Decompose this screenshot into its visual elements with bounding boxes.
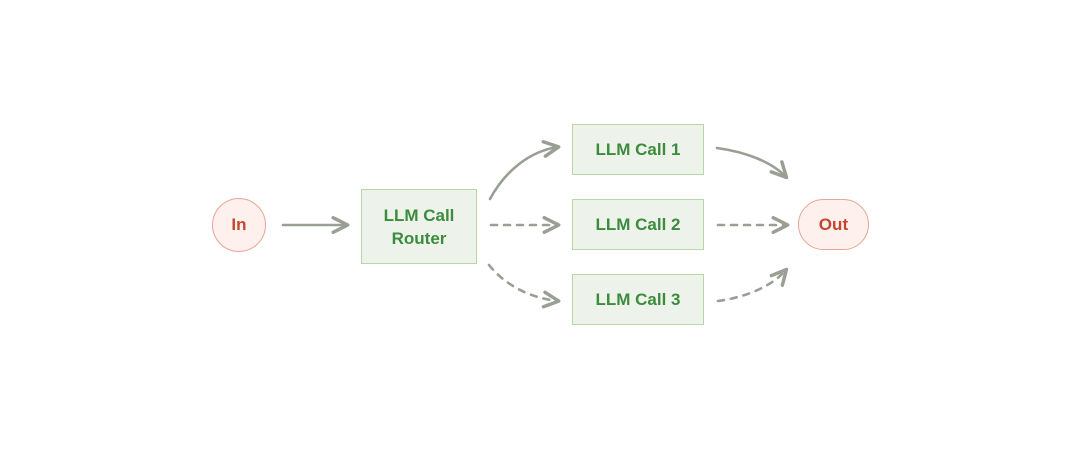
node-llm-call-1-label: LLM Call 1	[595, 140, 681, 159]
node-output[interactable]: Out	[798, 199, 869, 250]
node-llm-call-router-label: LLM Call Router	[383, 205, 455, 248]
node-llm-call-1[interactable]: LLM Call 1	[572, 124, 704, 175]
edge-router-to-call-3	[487, 263, 561, 309]
node-input-label: In	[231, 215, 247, 234]
node-llm-call-2-label: LLM Call 2	[595, 215, 681, 234]
node-output-label: Out	[818, 214, 849, 234]
node-llm-call-3[interactable]: LLM Call 3	[572, 274, 704, 325]
edge-router-to-call-1	[488, 140, 561, 201]
node-llm-call-3-label: LLM Call 3	[595, 290, 681, 309]
edge-call-3-to-out	[716, 267, 789, 303]
node-llm-call-router[interactable]: LLM Call Router	[361, 189, 477, 264]
node-input[interactable]: In	[212, 198, 266, 252]
edge-call-1-to-out	[715, 146, 789, 180]
node-llm-call-2[interactable]: LLM Call 2	[572, 199, 704, 250]
